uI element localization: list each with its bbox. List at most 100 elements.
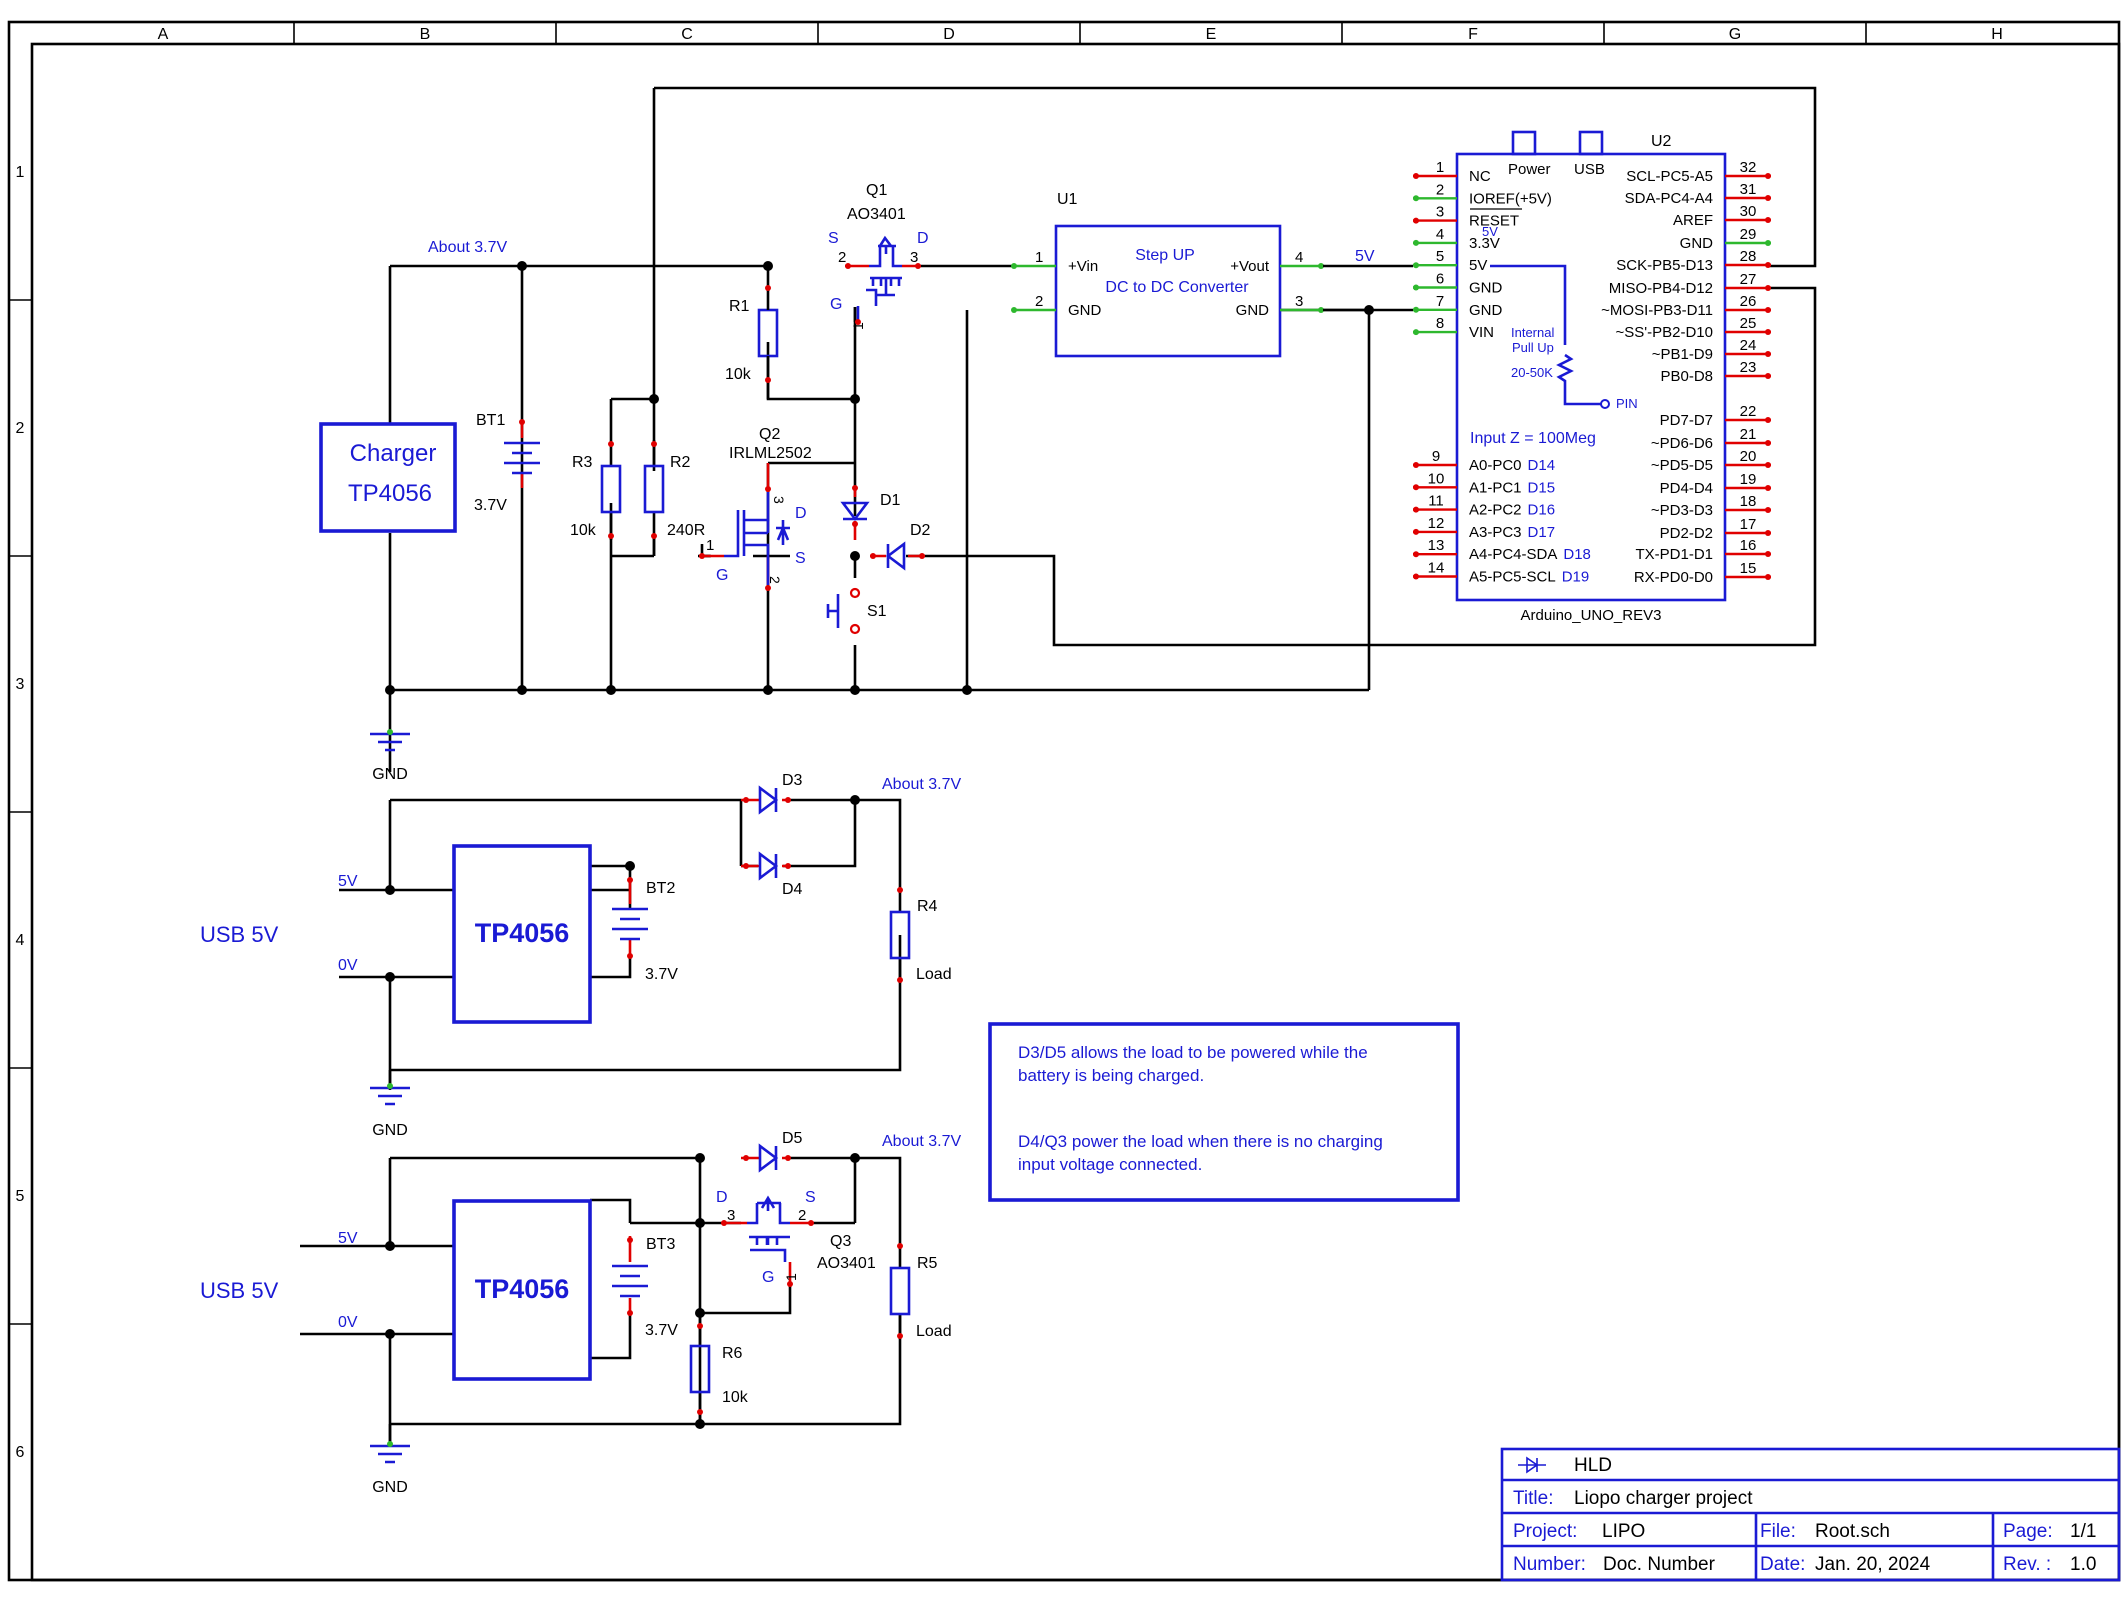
arduino-left-pin-name: 5V <box>1469 257 1487 274</box>
arduino-right-pin-number: 27 <box>1740 271 1757 288</box>
column-label-g: G <box>1729 26 1741 43</box>
note-box: D3/D5 allows the load to be powered whil… <box>988 1022 1460 1202</box>
arduino-right-pin-number: 30 <box>1740 203 1757 220</box>
diode-d4 <box>741 851 791 881</box>
arduino-analog-pin-number: 14 <box>1428 560 1445 577</box>
net-label-5v: 5V <box>1355 248 1375 265</box>
arduino-right-pin-number: 15 <box>1740 560 1757 577</box>
date-label: Date: <box>1760 1554 1805 1575</box>
row-label-3: 3 <box>16 676 25 693</box>
note-line4: input voltage connected. <box>1018 1155 1202 1174</box>
q2-source-label: S <box>795 550 806 567</box>
column-label-b: B <box>420 26 431 43</box>
arduino-left-pin-number: 6 <box>1436 271 1444 288</box>
title-value: Liopo charger project <box>1574 1488 1753 1509</box>
arduino-right-pin-name: ~PD3-D3 <box>1651 502 1713 519</box>
usb-label-2: USB 5V <box>200 922 279 947</box>
arduino-analog-pin-alt: D14 <box>1528 457 1556 474</box>
switch-s1 <box>826 587 861 635</box>
note-line3: D4/Q3 power the load when there is no ch… <box>1018 1132 1383 1151</box>
v5-label-3: 5V <box>338 1230 358 1247</box>
stepup-converter-u1 <box>1011 224 1325 358</box>
arduino-right-pin-name: AREF <box>1673 212 1713 229</box>
arduino-right-pin-name: SCK-PB5-D13 <box>1616 257 1713 274</box>
resistor-r1 <box>757 284 779 399</box>
u1-gnd-right-label: GND <box>1236 302 1270 319</box>
row-label-6: 6 <box>16 1444 25 1461</box>
q2-value: IRLML2502 <box>729 445 812 462</box>
rev-value: 1.0 <box>2070 1554 2096 1575</box>
d1-ref: D1 <box>880 492 901 509</box>
column-label-e: E <box>1206 26 1217 43</box>
file-value: Root.sch <box>1815 1521 1890 1542</box>
d3-ref: D3 <box>782 772 803 789</box>
q2-pin2: 2 <box>767 576 783 584</box>
column-label-f: F <box>1468 26 1478 43</box>
arduino-analog-pin-name: A5-PC5-SCL <box>1469 569 1556 586</box>
arduino-right-pin-name: TX-PD1-D1 <box>1635 546 1713 563</box>
bt1-ref: BT1 <box>476 412 505 429</box>
q2-drain-label: D <box>795 505 807 522</box>
row-label-4: 4 <box>16 932 25 949</box>
q3-pin2: 2 <box>798 1207 806 1224</box>
arduino-left-pin-number: 5 <box>1436 248 1444 265</box>
row-label-5: 5 <box>16 1188 25 1205</box>
arduino-power-label: Power <box>1508 161 1551 178</box>
resistor-r4-load <box>889 887 911 983</box>
pullup-label-line2: Pull Up <box>1512 340 1554 355</box>
q1-pin3: 3 <box>910 249 918 266</box>
bt3-value: 3.7V <box>645 1322 678 1339</box>
gnd-label-2: GND <box>372 1122 408 1139</box>
q3-value: AO3401 <box>817 1255 876 1272</box>
arduino-right-pin-number: 26 <box>1740 293 1757 310</box>
title-label: Title: <box>1513 1488 1553 1509</box>
page-label: Page: <box>2003 1521 2053 1542</box>
pullup-value: 20-50K <box>1511 365 1553 380</box>
arduino-right-pin-number: 18 <box>1740 493 1757 510</box>
circuit-usb-charger-1: TP4056 USB 5V 5V 0V BT2 3.7V D3 D4 About… <box>200 772 962 1139</box>
r4-value: Load <box>916 966 952 983</box>
arduino-right-pin-number: 29 <box>1740 226 1757 243</box>
arduino-right-pin-number: 32 <box>1740 159 1757 176</box>
arduino-uno-u2: U2 Power USB Arduino_UNO_REV3 5V 1NC2IOR… <box>1413 130 1771 624</box>
arduino-right-pin-number: 21 <box>1740 426 1757 443</box>
arduino-analog-pin-alt: D19 <box>1562 569 1590 586</box>
arduino-analog-pin-alt: D17 <box>1528 524 1556 541</box>
arduino-power-jack <box>1511 130 1537 156</box>
arduino-right-pin-number: 24 <box>1740 337 1757 354</box>
rev-label: Rev. : <box>2003 1554 2051 1575</box>
column-label-c: C <box>681 26 693 43</box>
r2-value: 240R <box>667 522 705 539</box>
diode-d3 <box>741 785 791 815</box>
tp4056-module-3 <box>452 1199 592 1381</box>
q2-ref: Q2 <box>759 426 780 443</box>
charger-chip-label: TP4056 <box>348 480 432 507</box>
u1-title2: DC to DC Converter <box>1105 279 1249 296</box>
u1-pin2: 2 <box>1035 293 1043 310</box>
diode-d2 <box>870 541 925 571</box>
resistor-r6 <box>689 1313 711 1424</box>
usb-label-3: USB 5V <box>200 1278 279 1303</box>
q1-drain-label: D <box>917 230 929 247</box>
ground-symbol-2 <box>370 1070 410 1106</box>
u1-ref: U1 <box>1057 191 1078 208</box>
circuit-usb-charger-2: TP4056 USB 5V 5V 0V BT3 3.7V D5 About 3.… <box>200 1130 962 1496</box>
arduino-right-pin-name: PD2-D2 <box>1660 525 1713 542</box>
note-line2: battery is being charged. <box>1018 1066 1204 1085</box>
arduino-left-pin-number: 3 <box>1436 204 1444 221</box>
date-value: Jan. 20, 2024 <box>1815 1554 1931 1575</box>
arduino-analog-pin-number: 12 <box>1428 515 1445 532</box>
title-block: HLD Title: Liopo charger project Project… <box>1500 1447 2121 1582</box>
arduino-right-pin-name: PD7-D7 <box>1660 412 1713 429</box>
v5-label-2: 5V <box>338 873 358 890</box>
r3-ref: R3 <box>572 454 593 471</box>
arduino-right-pin-name: SCL-PC5-A5 <box>1626 168 1713 185</box>
battery-bt1 <box>504 419 540 488</box>
q1-ref: Q1 <box>866 182 887 199</box>
bt2-value: 3.7V <box>645 966 678 983</box>
u1-pin4: 4 <box>1295 249 1303 266</box>
q3-pin1: 1 <box>783 1273 799 1281</box>
arduino-right-pin-name: ~PD6-D6 <box>1651 435 1713 452</box>
